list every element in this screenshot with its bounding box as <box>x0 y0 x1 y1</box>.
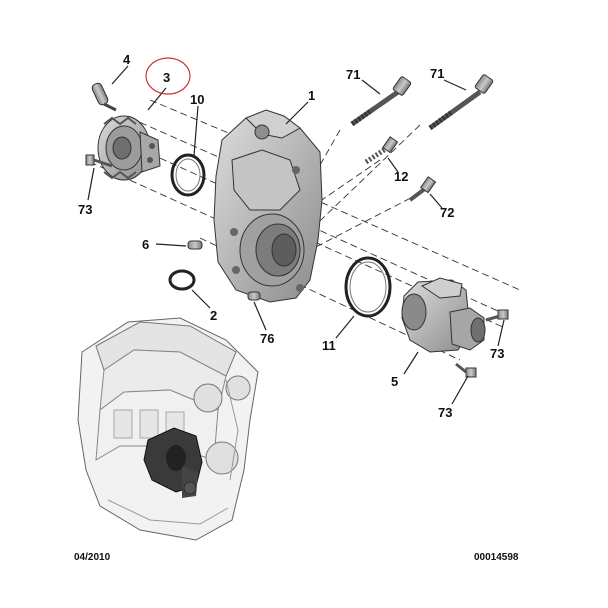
callout-73-right-upper: 73 <box>490 346 504 361</box>
callout-76: 76 <box>260 331 274 346</box>
assembly-axis-lines <box>89 99 521 361</box>
part-71-long-bolt-a <box>350 76 412 127</box>
callout-71-b: 71 <box>430 66 444 81</box>
callout-10: 10 <box>190 92 204 107</box>
part-73-bolt-right-upper <box>485 309 509 322</box>
part-72-bolt <box>408 176 437 202</box>
callout-5: 5 <box>391 374 398 389</box>
part-3-water-pump <box>97 115 161 181</box>
footer-date: 04/2010 <box>74 552 111 563</box>
part-10-o-ring <box>170 153 206 197</box>
callout-1: 1 <box>308 88 315 103</box>
callout-6: 6 <box>142 237 149 252</box>
callout-72: 72 <box>440 205 454 220</box>
callout-4: 4 <box>123 52 131 67</box>
callout-73-right-lower: 73 <box>438 405 452 420</box>
callout-73-left: 73 <box>78 202 92 217</box>
part-2-o-ring <box>168 269 196 291</box>
callout-71-a: 71 <box>346 67 360 82</box>
part-73-bolt-left <box>85 154 113 168</box>
callout-12: 12 <box>394 169 408 184</box>
part-76-pin <box>247 291 261 301</box>
part-4-dowel-pin <box>91 82 117 112</box>
part-11-o-ring <box>344 256 392 318</box>
part-6-pin <box>187 240 203 250</box>
callout-labels: 4 3 10 1 71 71 12 73 72 6 2 76 11 73 5 7… <box>78 52 504 420</box>
part-73-bolt-right-lower <box>455 362 477 378</box>
callout-3: 3 <box>163 70 170 85</box>
part-1-housing <box>213 109 323 303</box>
callout-2: 2 <box>210 308 217 323</box>
part-71-long-bolt-b <box>428 74 494 131</box>
part-12-stud <box>364 136 399 165</box>
engine-block-overview <box>77 317 259 541</box>
part-5-thermostat-housing <box>401 277 486 353</box>
callout-11: 11 <box>322 338 336 353</box>
highlight-circle <box>145 57 191 95</box>
footer-reference-number: 00014598 <box>474 552 519 563</box>
leader-lines <box>87 65 505 405</box>
